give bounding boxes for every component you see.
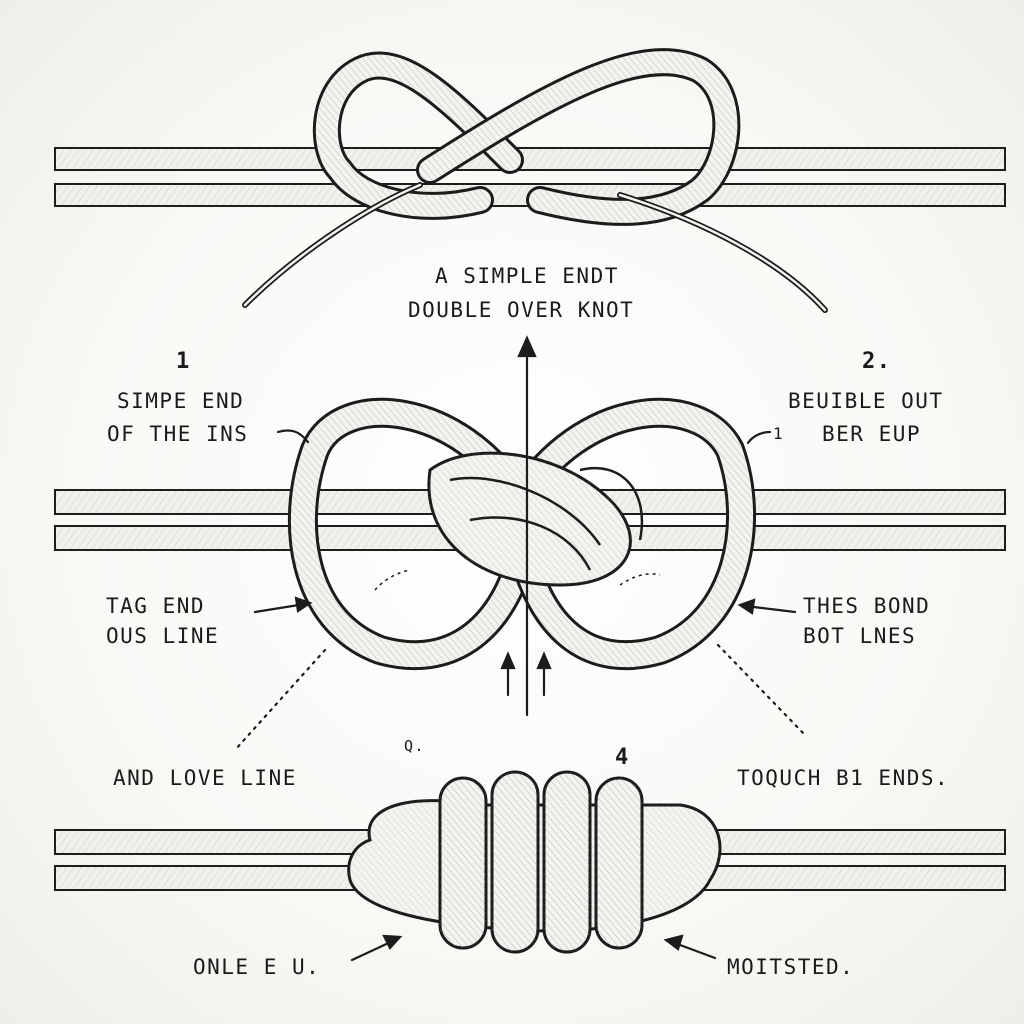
tag-end-line2: OUS LINE [106, 624, 220, 648]
bottom-right-arrow [663, 934, 717, 960]
top-main-line [54, 147, 1006, 207]
step1-line1: SIMPE END [117, 389, 245, 413]
top-knot [54, 48, 1006, 313]
step2-line1: BEUIBLE OUT [788, 389, 944, 413]
step1-line2: OF THE INS [107, 422, 249, 446]
middle-main-line [54, 489, 1006, 551]
middle-knot [54, 397, 1006, 671]
center-title-line2: DOUBLE OVER KNOT [408, 298, 635, 322]
left-dotted-guide [233, 648, 327, 752]
right-dotted-guide [716, 643, 807, 737]
bottom-right-label: MOITSTED. [727, 955, 855, 979]
touch-ends-label: TOQUCH B1 ENDS. [737, 766, 950, 790]
double-up-arrows [500, 651, 552, 697]
step2-mark: 1 [773, 424, 785, 443]
tag-end-arrow [253, 596, 313, 614]
bottom-left-label: ONLE E U. [193, 955, 321, 979]
pointer-arrows [233, 335, 807, 962]
center-up-arrow [517, 335, 537, 717]
bond-arrow [737, 598, 797, 615]
love-line-label: AND LOVE LINE [113, 766, 297, 790]
bond-line1: THES BOND [803, 594, 931, 618]
bond-line2: BOT LNES [803, 624, 917, 648]
center-title-line1: A SIMPLE ENDT [435, 264, 619, 288]
step4-number: 4 [615, 745, 630, 770]
step2-pointer [746, 430, 772, 445]
step2-number: 2. [862, 349, 892, 374]
bottom-wraps [438, 770, 644, 954]
step1-pointer [276, 429, 310, 444]
step1-number: 1 [176, 349, 191, 374]
step2-line2: BER EUP [822, 422, 922, 446]
tag-end-line1: TAG END [106, 594, 206, 618]
step3-number: Q. [404, 737, 426, 755]
bottom-knot [54, 770, 1006, 954]
bottom-left-arrow [350, 934, 403, 962]
